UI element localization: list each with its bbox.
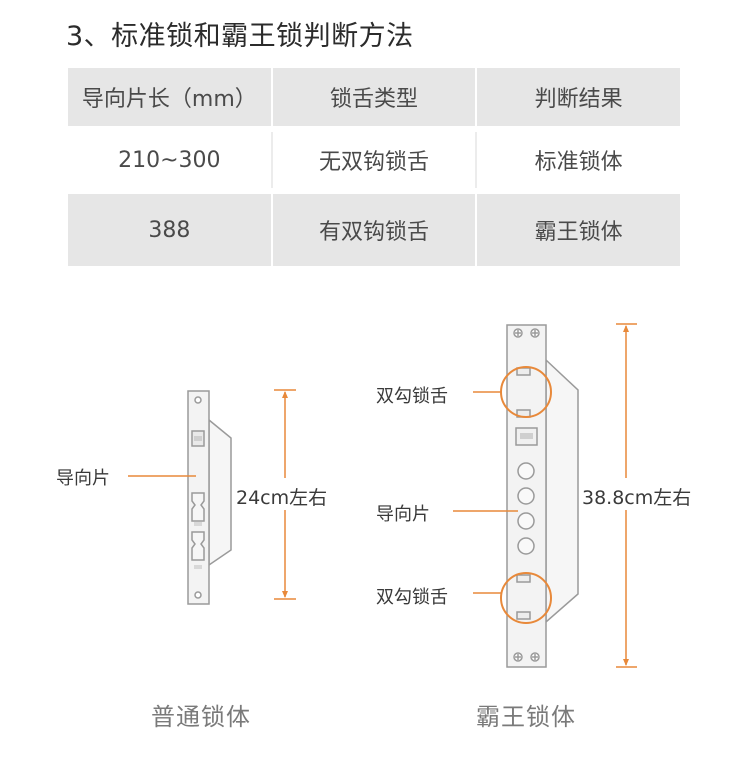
standard-guide-label: 导向片 [56, 468, 110, 489]
cell-latch-type: 有双钩锁舌 [270, 194, 476, 266]
hook-highlight-bottom [500, 572, 552, 624]
overlord-lock-illustration [506, 324, 579, 668]
screw-icon [513, 328, 523, 338]
hook-top-label: 双勾锁舌 [376, 386, 448, 407]
header-latch-type: 锁舌类型 [270, 68, 476, 126]
table-row: 210~300 无双钩锁舌 标准锁体 [68, 132, 680, 188]
overlord-dimension [616, 323, 637, 668]
bolt-hole [517, 462, 535, 480]
comparison-table: 导向片长（mm） 锁舌类型 判断结果 210~300 无双钩锁舌 标准锁体 38… [68, 68, 680, 266]
overlord-caption: 霸王锁体 [476, 703, 576, 731]
bolt-hole [517, 512, 535, 530]
small-slot [194, 522, 202, 526]
bolt-hole [517, 487, 535, 505]
latch-slot [520, 433, 533, 439]
hook-latch-bottom [516, 574, 531, 583]
cell-guide-length: 388 [148, 217, 191, 243]
header-guide-length: 导向片长（mm） [81, 87, 257, 112]
overlord-guide-label: 导向片 [376, 504, 430, 525]
screw-icon [530, 328, 540, 338]
small-slot [194, 565, 202, 569]
standard-caption: 普通锁体 [151, 703, 251, 731]
cell-result: 标准锁体 [475, 132, 680, 188]
header-result: 判断结果 [475, 68, 680, 126]
table-header-row: 导向片长（mm） 锁舌类型 判断结果 [68, 68, 680, 126]
overlord-guide-plate [506, 324, 547, 668]
bolt-hole [191, 492, 205, 522]
standard-lock-illustration [187, 390, 232, 605]
table-row: 388 有双钩锁舌 霸王锁体 [68, 194, 680, 266]
latch-slot [194, 436, 202, 441]
screw-icon [530, 652, 540, 662]
hook-latch-bottom [516, 611, 531, 620]
bolt-hole [191, 531, 205, 561]
screw-icon [194, 396, 202, 404]
hook-bottom-label: 双勾锁舌 [376, 587, 448, 608]
standard-lock-case [208, 418, 232, 567]
screw-icon [513, 652, 523, 662]
cell-latch-type: 无双钩锁舌 [270, 132, 476, 188]
bolt-hole [517, 537, 535, 555]
standard-dimension-label: 24cm左右 [236, 487, 328, 509]
standard-dimension [274, 389, 296, 600]
overlord-dimension-label: 38.8cm左右 [582, 487, 692, 509]
cell-result: 霸王锁体 [475, 194, 680, 266]
screw-icon [194, 591, 202, 599]
cell-guide-length: 210~300 [118, 147, 221, 173]
section-title: 3、标准锁和霸王锁判断方法 [66, 21, 414, 52]
